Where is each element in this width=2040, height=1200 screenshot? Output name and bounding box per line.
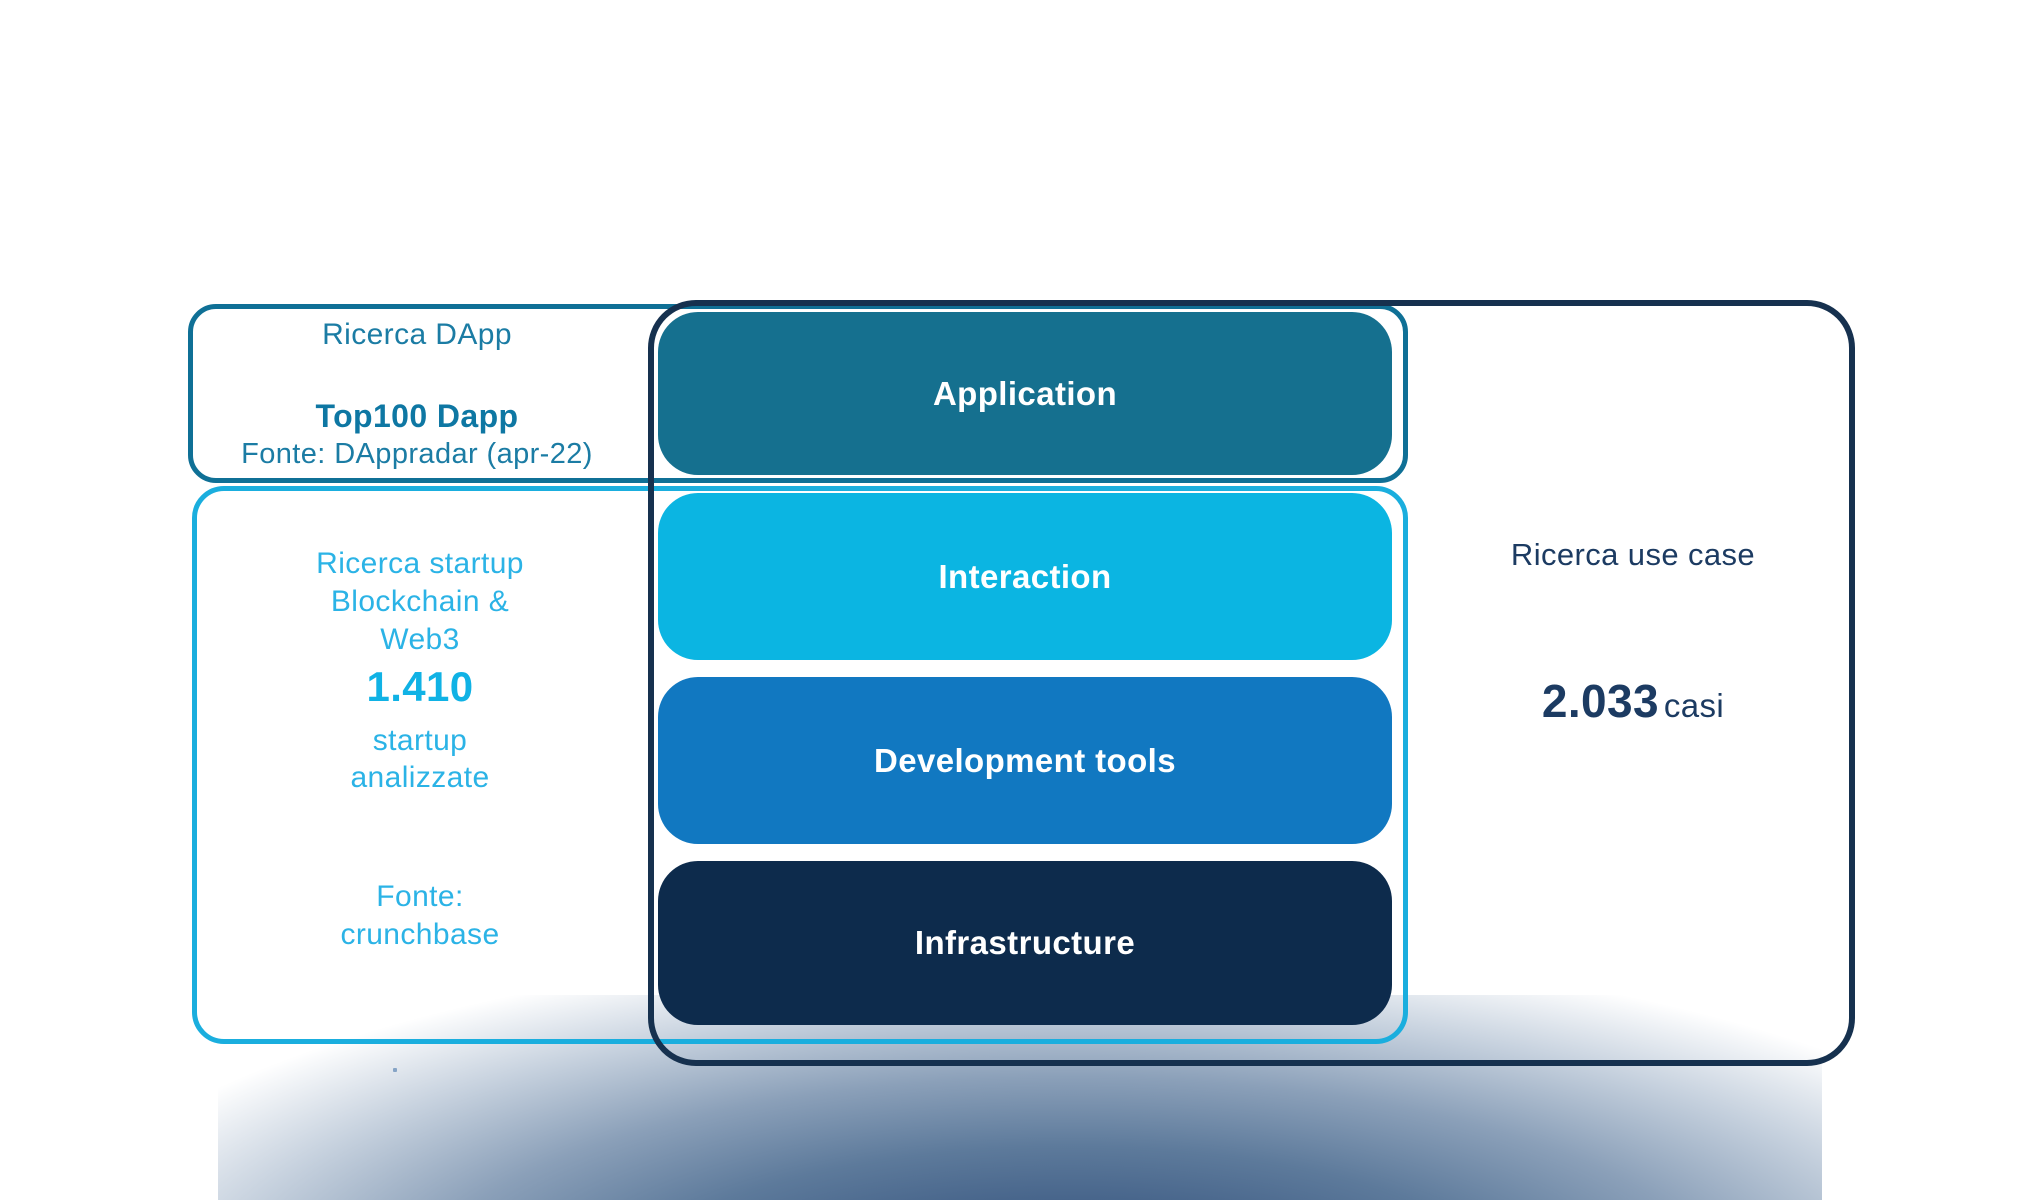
startup-count-label-line2: analizzate <box>350 761 490 794</box>
layer-interaction: Interaction <box>658 493 1392 660</box>
dapp-research-scope-outline <box>188 304 1408 483</box>
layer-interaction-label: Interaction <box>938 557 1112 595</box>
startup-research-source-line1: Fonte: <box>376 880 464 913</box>
slide-floor-shadow <box>218 995 1822 1200</box>
startup-research-source-line2: crunchbase <box>340 918 500 951</box>
startup-count-block: 1.410 startup analizzate <box>192 662 648 796</box>
layer-infrastructure-label: Infrastructure <box>914 924 1136 961</box>
usecase-count-block: 2.033 casi <box>1408 674 1858 728</box>
dapp-research-text-block: Ricerca DApp Top100 Dapp Fonte: DApprada… <box>188 316 646 473</box>
layer-development-tools-label: Development tools <box>873 741 1176 779</box>
layer-application-label: Application <box>932 374 1118 412</box>
startup-count-label: startup analizzate <box>192 722 648 796</box>
dapp-research-spacer <box>188 354 646 396</box>
usecase-count-unit-label: casi <box>1663 687 1725 724</box>
usecase-research-title: Ricerca use case <box>1510 537 1756 572</box>
dapp-research-highlight: Top100 Dapp <box>315 398 519 434</box>
startup-research-title-line3: Web3 <box>380 623 460 656</box>
dapp-research-title: Ricerca DApp <box>322 318 512 351</box>
startup-research-title-line2: Blockchain & <box>330 585 510 618</box>
layer-application: Application <box>658 312 1392 475</box>
dapp-research-source: Fonte: DAppradar (apr-22) <box>241 438 593 470</box>
layer-development-tools: Development tools <box>658 677 1392 844</box>
layer-infrastructure: Infrastructure <box>658 861 1392 1025</box>
startup-research-source: Fonte: crunchbase <box>192 878 648 954</box>
dust-speck <box>393 1068 397 1072</box>
usecase-count-value: 2.033 <box>1541 675 1659 727</box>
startup-count-label-line1: startup <box>372 724 468 757</box>
startup-research-title: Ricerca startup Blockchain & Web3 <box>192 545 648 659</box>
usecase-research-scope-outline <box>648 300 1855 1066</box>
startup-count-value: 1.410 <box>366 663 474 710</box>
startup-research-title-line1: Ricerca startup <box>316 547 524 580</box>
startup-research-scope-outline <box>192 486 1408 1044</box>
